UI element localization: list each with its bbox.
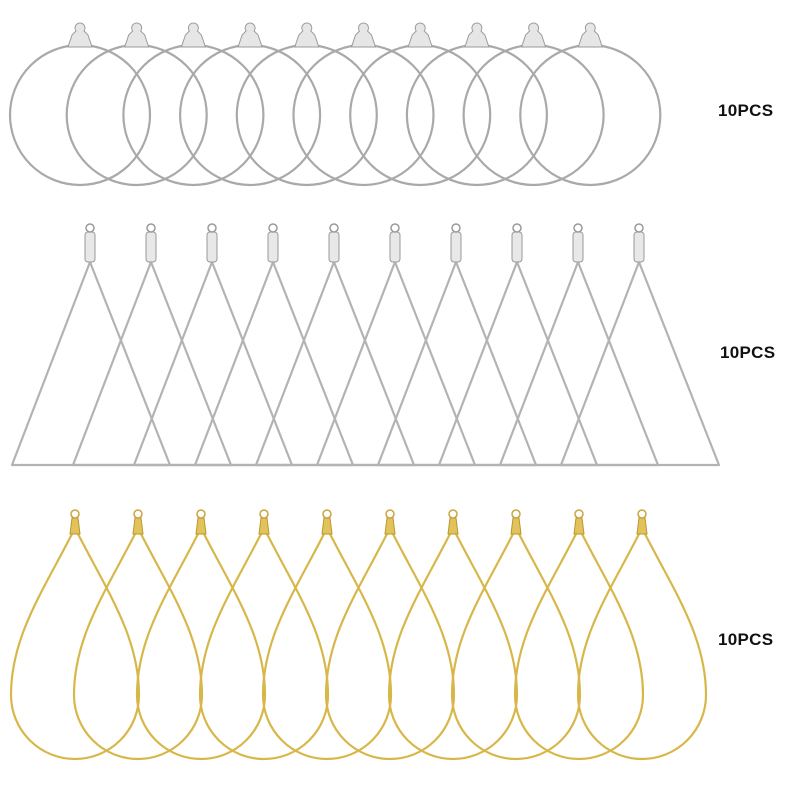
hoop-bail: [124, 22, 150, 48]
hoop-loop: [451, 223, 461, 233]
hoop-bail: [636, 517, 648, 535]
hoop-loop: [448, 509, 458, 519]
round-hoop: [65, 43, 208, 187]
teardrop-hoop: [72, 525, 204, 761]
hoop-bail: [84, 231, 96, 263]
teardrop-hoop: [387, 525, 519, 761]
hoop-bail: [195, 517, 207, 535]
hoop-loop: [573, 223, 583, 233]
hoop-bail: [520, 22, 547, 48]
hoop-loop: [268, 223, 278, 233]
round-hoops-count-label: 10PCS: [718, 101, 774, 120]
hoop-bail: [321, 517, 333, 535]
hoop-bail: [258, 517, 270, 535]
hoop-loop: [146, 223, 156, 233]
round-hoop: [349, 43, 492, 187]
hoop-bail: [407, 22, 433, 48]
hoop-loop: [574, 509, 584, 519]
hoop-loop: [385, 509, 395, 519]
hoop-bail: [180, 22, 207, 48]
teardrop-hoop: [450, 525, 582, 761]
round-hoop: [405, 43, 548, 187]
hoop-loop: [70, 509, 80, 519]
round-hoop: [179, 43, 322, 187]
hoop-bail: [237, 22, 263, 48]
hoop-loop: [637, 509, 647, 519]
round-hoop: [292, 43, 435, 187]
round-hoop: [519, 43, 662, 187]
hoop-loop: [329, 223, 339, 233]
hoop-bail: [350, 22, 377, 48]
teardrop-hoop: [576, 525, 708, 761]
teardrop-hoop: [198, 525, 330, 761]
teardrop-hoop: [324, 525, 456, 761]
hoop-loop: [390, 223, 400, 233]
round-hoop: [8, 43, 152, 187]
hoop-bail: [447, 517, 459, 535]
triangle-hoop: [559, 260, 721, 467]
teardrop-hoop: [135, 525, 267, 761]
hoop-bail: [573, 517, 585, 535]
round-hoop: [462, 43, 605, 187]
triangle-hoops-count-label: 10PCS: [720, 343, 776, 362]
hoop-loop: [259, 509, 269, 519]
hoop-bail: [510, 517, 522, 535]
teardrop-hoop: [513, 525, 645, 761]
hoop-bail: [511, 231, 523, 263]
round-hoop: [235, 43, 378, 187]
hoop-loop: [85, 223, 95, 233]
hoop-loop: [133, 509, 143, 519]
hoop-loop: [322, 509, 332, 519]
hoop-loop: [511, 509, 521, 519]
hoop-bail: [69, 517, 81, 535]
teardrop-hoop: [9, 525, 141, 761]
hoop-bail: [294, 22, 320, 48]
hoop-bail: [633, 231, 645, 263]
hoop-loop: [196, 509, 206, 519]
teardrop-hoop: [261, 525, 393, 761]
hoop-bail: [267, 231, 279, 263]
hoop-bail: [450, 231, 462, 263]
hoop-loop: [207, 223, 217, 233]
hoop-bail: [464, 22, 490, 48]
hoop-bail: [328, 231, 340, 263]
hoop-loop: [512, 223, 522, 233]
hoop-loop: [634, 223, 644, 233]
teardrop-hoops-count-label: 10PCS: [718, 630, 774, 649]
hoop-bail: [132, 517, 144, 535]
round-hoop: [122, 43, 265, 187]
hoop-bail: [384, 517, 396, 535]
hoop-bail: [67, 22, 93, 48]
hoop-bail: [389, 231, 401, 263]
hoop-bail: [572, 231, 584, 263]
hoop-bail: [577, 22, 603, 48]
hoop-bail: [145, 231, 157, 263]
hoop-bail: [206, 231, 218, 263]
